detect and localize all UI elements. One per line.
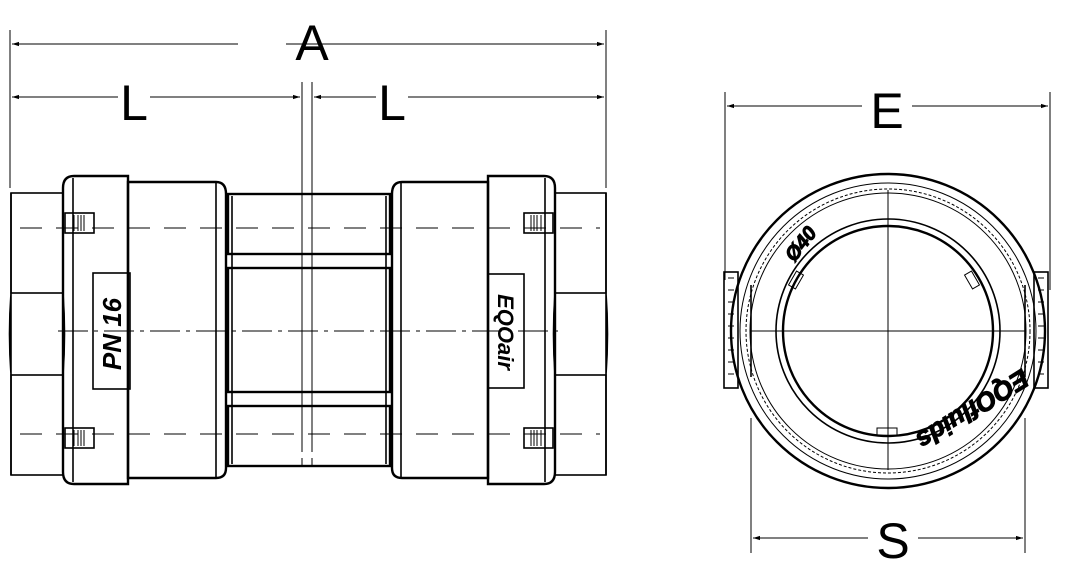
dimension-l: L L	[12, 75, 604, 440]
dimension-label-l-left: L	[120, 75, 148, 131]
brand-marking-eqo: EQO	[493, 294, 518, 343]
brand-marking-air: air	[493, 343, 518, 371]
center-pipe	[226, 192, 392, 468]
coupling-side-view: PN 16 EQOair	[8, 174, 609, 486]
coupling-end-view: Ø40 EQOfluids	[723, 172, 1049, 490]
dimension-label-s: S	[876, 513, 909, 569]
pressure-rating-marking: PN 16	[97, 297, 127, 370]
dimension-a: A	[9, 15, 607, 188]
dimension-label-a: A	[295, 15, 329, 71]
right-knurled-nut	[552, 192, 609, 476]
brand-marking-side: EQOair	[493, 294, 518, 371]
size-marking: Ø40	[781, 223, 822, 266]
dimension-label-l-right: L	[378, 75, 406, 131]
dimension-label-e: E	[870, 83, 903, 139]
dimension-e: E	[724, 83, 1051, 290]
left-knurled-nut	[8, 192, 66, 476]
brand-marking-end: EQOfluids	[911, 363, 1035, 456]
dimension-s: S	[750, 418, 1026, 569]
